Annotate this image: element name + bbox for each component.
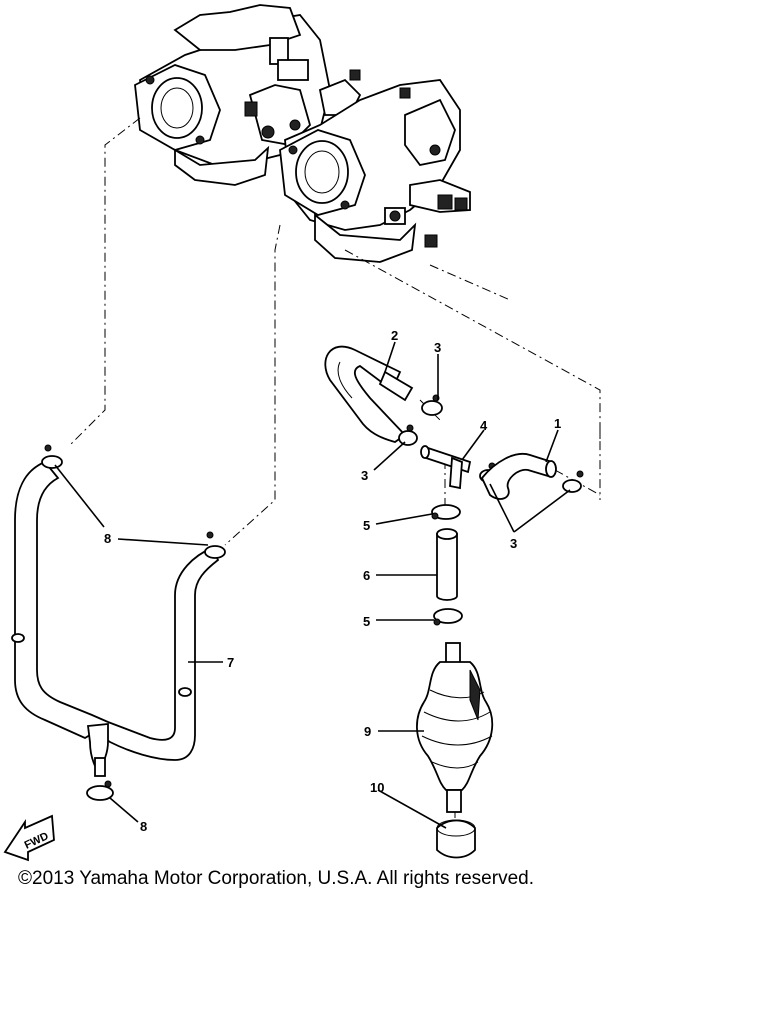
callout-7: 7 [227,655,234,670]
callout-3-bottom: 3 [510,536,517,551]
callout-4: 4 [480,418,488,433]
hose-part-7 [11,444,226,801]
callout-6: 6 [363,568,370,583]
hose-part-1 [480,452,557,500]
callout-5-top: 5 [363,518,370,533]
leader-lines [54,341,571,829]
clamp-part-10 [436,819,476,859]
callout-10: 10 [370,780,384,795]
t-joint-part-4 [420,445,472,490]
clamp-part-5 [431,504,463,626]
hose-part-2 [324,345,414,443]
callout-3-left: 3 [361,468,368,483]
callout-9: 9 [364,724,371,739]
callout-1: 1 [554,416,561,431]
copyright-notice: ©2013 Yamaha Motor Corporation, U.S.A. A… [18,868,534,889]
forward-direction-arrow: FWD [3,814,55,862]
primer-bulb-part-9 [416,642,494,813]
callout-2: 2 [391,328,398,343]
callout-8-bottom: 8 [140,819,147,834]
callout-3-top: 3 [434,340,441,355]
carburetor-assembly [134,4,471,263]
callout-labels: 1 2 3 3 3 4 5 5 6 7 8 8 9 10 [104,328,561,834]
callout-5-bottom: 5 [363,614,370,629]
hose-part-6 [436,528,458,601]
callout-8-middle: 8 [104,531,111,546]
